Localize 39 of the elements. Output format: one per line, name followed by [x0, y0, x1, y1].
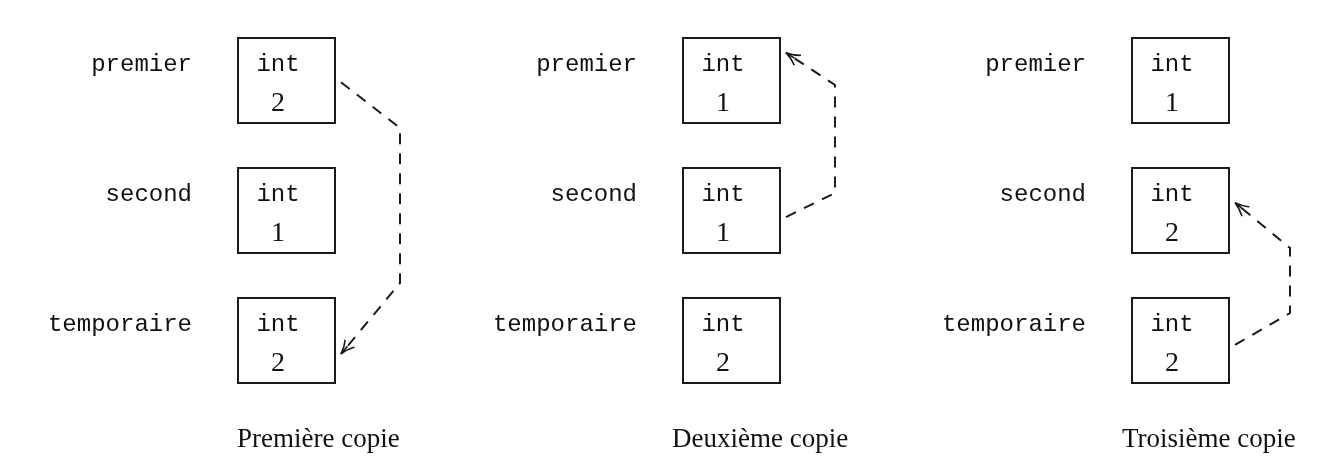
- variable-box: [237, 167, 336, 254]
- variable-box: [237, 297, 336, 384]
- variable-box: [1131, 37, 1230, 124]
- value-text: 2: [1165, 215, 1179, 249]
- value-text: 2: [271, 345, 285, 379]
- type-name: int: [701, 50, 745, 80]
- variable-name: temporaire: [47, 310, 192, 340]
- variable-name: second: [105, 180, 192, 210]
- variable-name: premier: [536, 50, 637, 80]
- variable-box: [1131, 297, 1230, 384]
- variable-name: second: [999, 180, 1086, 210]
- type-name: int: [1150, 50, 1194, 80]
- step-caption: Deuxième copie: [672, 422, 849, 454]
- variable-name: temporaire: [492, 310, 637, 340]
- type-name: int: [701, 310, 745, 340]
- value-text: 1: [716, 215, 730, 249]
- value-text: 2: [716, 345, 730, 379]
- variable-box: [237, 37, 336, 124]
- value-text: 1: [716, 85, 730, 119]
- value-text: 1: [271, 215, 285, 249]
- type-name: int: [701, 180, 745, 210]
- step-caption: Première copie: [237, 422, 400, 454]
- variable-name: premier: [985, 50, 1086, 80]
- step-caption: Troisième copie: [1122, 422, 1296, 454]
- variable-name: second: [550, 180, 637, 210]
- value-text: 2: [1165, 345, 1179, 379]
- value-text: 1: [1165, 85, 1179, 119]
- variable-box: [682, 297, 781, 384]
- type-name: int: [256, 180, 300, 210]
- variable-box: [1131, 167, 1230, 254]
- value-text: 2: [271, 85, 285, 119]
- type-name: int: [256, 50, 300, 80]
- type-name: int: [1150, 310, 1194, 340]
- variable-box: [682, 37, 781, 124]
- variable-name: temporaire: [941, 310, 1086, 340]
- variable-box: [682, 167, 781, 254]
- type-name: int: [256, 310, 300, 340]
- type-name: int: [1150, 180, 1194, 210]
- variable-name: premier: [91, 50, 192, 80]
